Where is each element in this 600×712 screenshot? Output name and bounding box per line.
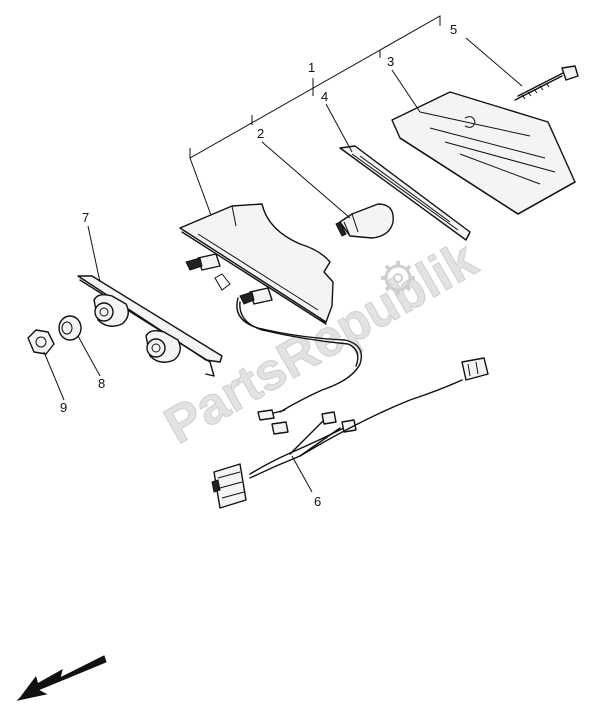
callout-5: 5 <box>450 22 457 37</box>
tail-light-lens <box>391 91 576 215</box>
gear-icon <box>381 261 415 295</box>
callout-1: 1 <box>308 60 315 75</box>
gasket <box>339 145 471 241</box>
direction-arrow-icon <box>16 655 107 701</box>
callout-6: 6 <box>314 494 321 509</box>
callout-labels: 1 2 3 4 5 6 7 8 9 <box>60 22 457 509</box>
grommet <box>58 315 82 341</box>
leader-lines <box>43 37 523 493</box>
callout-3: 3 <box>387 54 394 69</box>
bulb <box>335 203 394 239</box>
callout-7: 7 <box>82 210 89 225</box>
callout-2: 2 <box>257 126 264 141</box>
screw <box>514 65 579 101</box>
nut <box>27 329 55 355</box>
callout-8: 8 <box>98 376 105 391</box>
wire-harness <box>211 297 489 509</box>
callout-4: 4 <box>321 89 328 104</box>
callout-9: 9 <box>60 400 67 415</box>
tail-light-housing <box>179 203 334 325</box>
base-gasket <box>77 275 223 377</box>
